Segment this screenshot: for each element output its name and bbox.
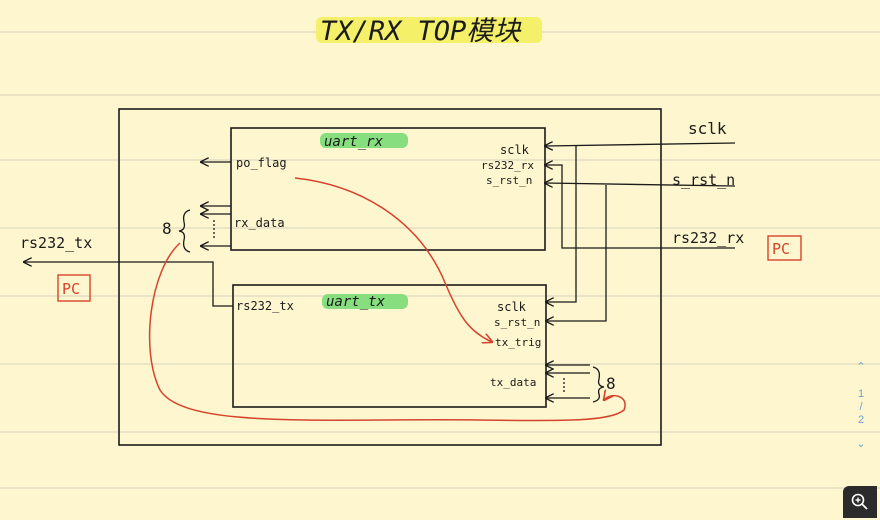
wires bbox=[24, 143, 736, 403]
uart-tx-name: uart_tx bbox=[326, 294, 386, 310]
uart-tx-port-s-rst-n: s_rst_n bbox=[494, 316, 540, 329]
uart-tx-port-tx-trig: tx_trig bbox=[495, 336, 541, 349]
uart-rx-port-sclk: sclk bbox=[500, 143, 530, 157]
page-separator: / bbox=[859, 401, 863, 413]
uart-rx-name: uart_rx bbox=[324, 134, 384, 150]
uart-tx-highlight bbox=[322, 294, 408, 309]
page-navigator: ⌃ 1 / 2 ⌄ bbox=[848, 360, 874, 460]
uart-tx-port-rs232-tx: rs232_tx bbox=[236, 299, 294, 313]
bus-width-rx: 8 bbox=[162, 219, 172, 238]
uart-tx-port-sclk: sclk bbox=[497, 300, 527, 314]
pc-box-right bbox=[767, 235, 802, 261]
title-highlight bbox=[316, 17, 542, 43]
total-pages: 2 bbox=[857, 414, 865, 426]
bus-width-tx: 8 bbox=[606, 374, 616, 393]
output-label-rs232-tx: rs232_tx bbox=[20, 234, 92, 252]
uart-rx-port-s-rst-n: s_rst_n bbox=[486, 174, 532, 187]
pc-label-left: PC bbox=[62, 280, 80, 298]
uart-rx-port-po-flag: po_flag bbox=[236, 156, 287, 170]
zoom-in-icon bbox=[851, 493, 868, 510]
input-label-rs232-rx: rs232_rx bbox=[672, 229, 744, 247]
uart-rx-port-rs232-rx: rs232_rx bbox=[481, 159, 534, 172]
uart-rx-box bbox=[230, 127, 546, 251]
page-title: TX/RX TOP模块 bbox=[320, 16, 522, 47]
current-page: 1 bbox=[857, 388, 865, 400]
pc-label-right: PC bbox=[772, 240, 790, 258]
uart-rx-port-rx-data: rx_data bbox=[234, 216, 285, 230]
top-module-box bbox=[118, 108, 662, 446]
uart-tx-box bbox=[232, 284, 547, 408]
input-label-s-rst-n: s_rst_n bbox=[672, 171, 735, 189]
chevron-down-icon[interactable]: ⌄ bbox=[856, 438, 866, 450]
chevron-up-icon[interactable]: ⌃ bbox=[856, 361, 866, 373]
input-label-sclk: sclk bbox=[688, 119, 727, 138]
pc-box-left bbox=[57, 274, 91, 302]
red-annotations bbox=[148, 177, 626, 422]
uart-tx-port-tx-data: tx_data bbox=[490, 376, 536, 389]
zoom-button[interactable] bbox=[843, 486, 877, 518]
uart-rx-highlight bbox=[320, 133, 408, 148]
ruled-lines bbox=[0, 31, 880, 489]
